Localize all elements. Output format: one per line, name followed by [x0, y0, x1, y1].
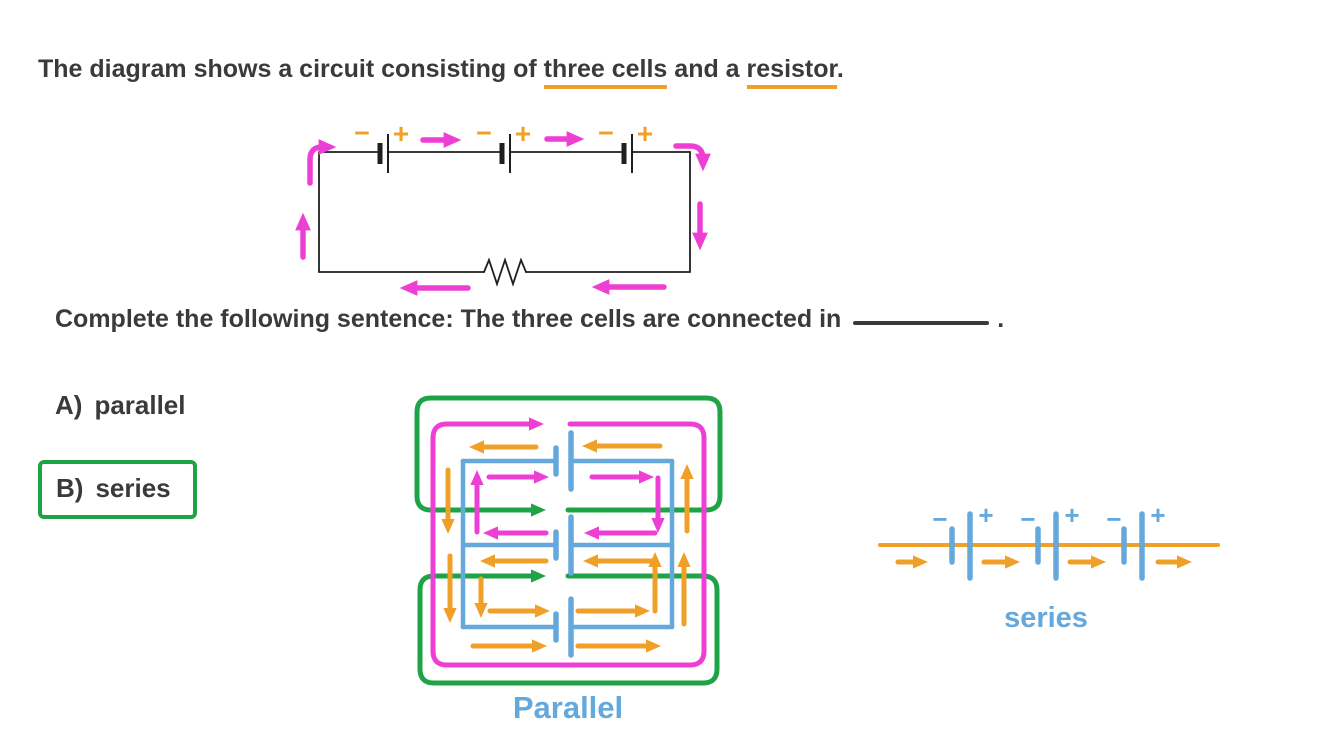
answer-blank: [853, 321, 990, 325]
series-cell1-minus: −: [932, 504, 947, 534]
cell2-minus-label: −: [476, 118, 492, 148]
parallel-diagram-label: Parallel: [512, 690, 624, 725]
parallel-circuit-diagram: [414, 395, 723, 686]
line1-mid: and a: [667, 55, 747, 83]
line1-pre: The diagram shows a circuit consisting o…: [38, 55, 544, 83]
line2-text: Complete the following sentence: The thr…: [55, 305, 842, 333]
series-cell-symbols: [949, 511, 1145, 581]
option-a-label: parallel: [94, 390, 186, 420]
question-text-line1: The diagram shows a circuit consisting o…: [38, 55, 844, 89]
resistor-symbol: [483, 257, 527, 287]
series-diagram-label: series: [1004, 602, 1088, 634]
series-cell2-plus: +: [1064, 500, 1079, 530]
underlined-term-three-cells: three cells: [543, 55, 668, 89]
line2-end: .: [997, 305, 1005, 333]
series-cell2-minus: −: [1020, 504, 1035, 534]
cell3-minus-label: −: [598, 118, 614, 148]
series-circuit-diagram: − + − + − +: [295, 118, 711, 296]
parallel-cell-symbols: [553, 430, 574, 658]
series-cell3-minus: −: [1106, 504, 1121, 534]
current-arrow-top-right: [673, 143, 711, 172]
series-polarity-labels: − + − + − +: [932, 500, 1165, 534]
cell-symbols: [377, 134, 633, 173]
magenta-current-loop: [430, 417, 707, 668]
cell3-plus-label: +: [637, 118, 653, 149]
cell2-plus-label: +: [515, 118, 531, 149]
current-arrow-top-left: [307, 139, 337, 186]
cell1-minus-label: −: [354, 118, 370, 148]
cell1-plus-label: +: [393, 118, 409, 149]
option-a[interactable]: A) parallel: [55, 390, 186, 421]
circuit-wires: [318, 151, 691, 287]
current-arrows: [295, 131, 711, 296]
series-cells-diagram: − + − + − +: [878, 500, 1220, 581]
option-b-label: series: [95, 473, 171, 503]
series-cell3-plus: +: [1150, 500, 1165, 530]
green-current-loops: [414, 395, 723, 686]
parallel-cell-wires: [460, 430, 675, 658]
option-b-correct-boxed[interactable]: B) series: [38, 460, 197, 519]
line1-end: .: [836, 55, 844, 83]
option-b-letter: B): [56, 473, 84, 503]
magenta-inner-arrows: [470, 469, 665, 540]
orange-current-arrows: [441, 439, 694, 653]
underlined-term-resistor: resistor: [746, 55, 837, 89]
polarity-labels: − + − + − +: [354, 118, 653, 149]
option-a-letter: A): [55, 390, 83, 420]
series-cell1-plus: +: [978, 500, 993, 530]
question-text-line2: Complete the following sentence: The thr…: [55, 305, 1004, 334]
